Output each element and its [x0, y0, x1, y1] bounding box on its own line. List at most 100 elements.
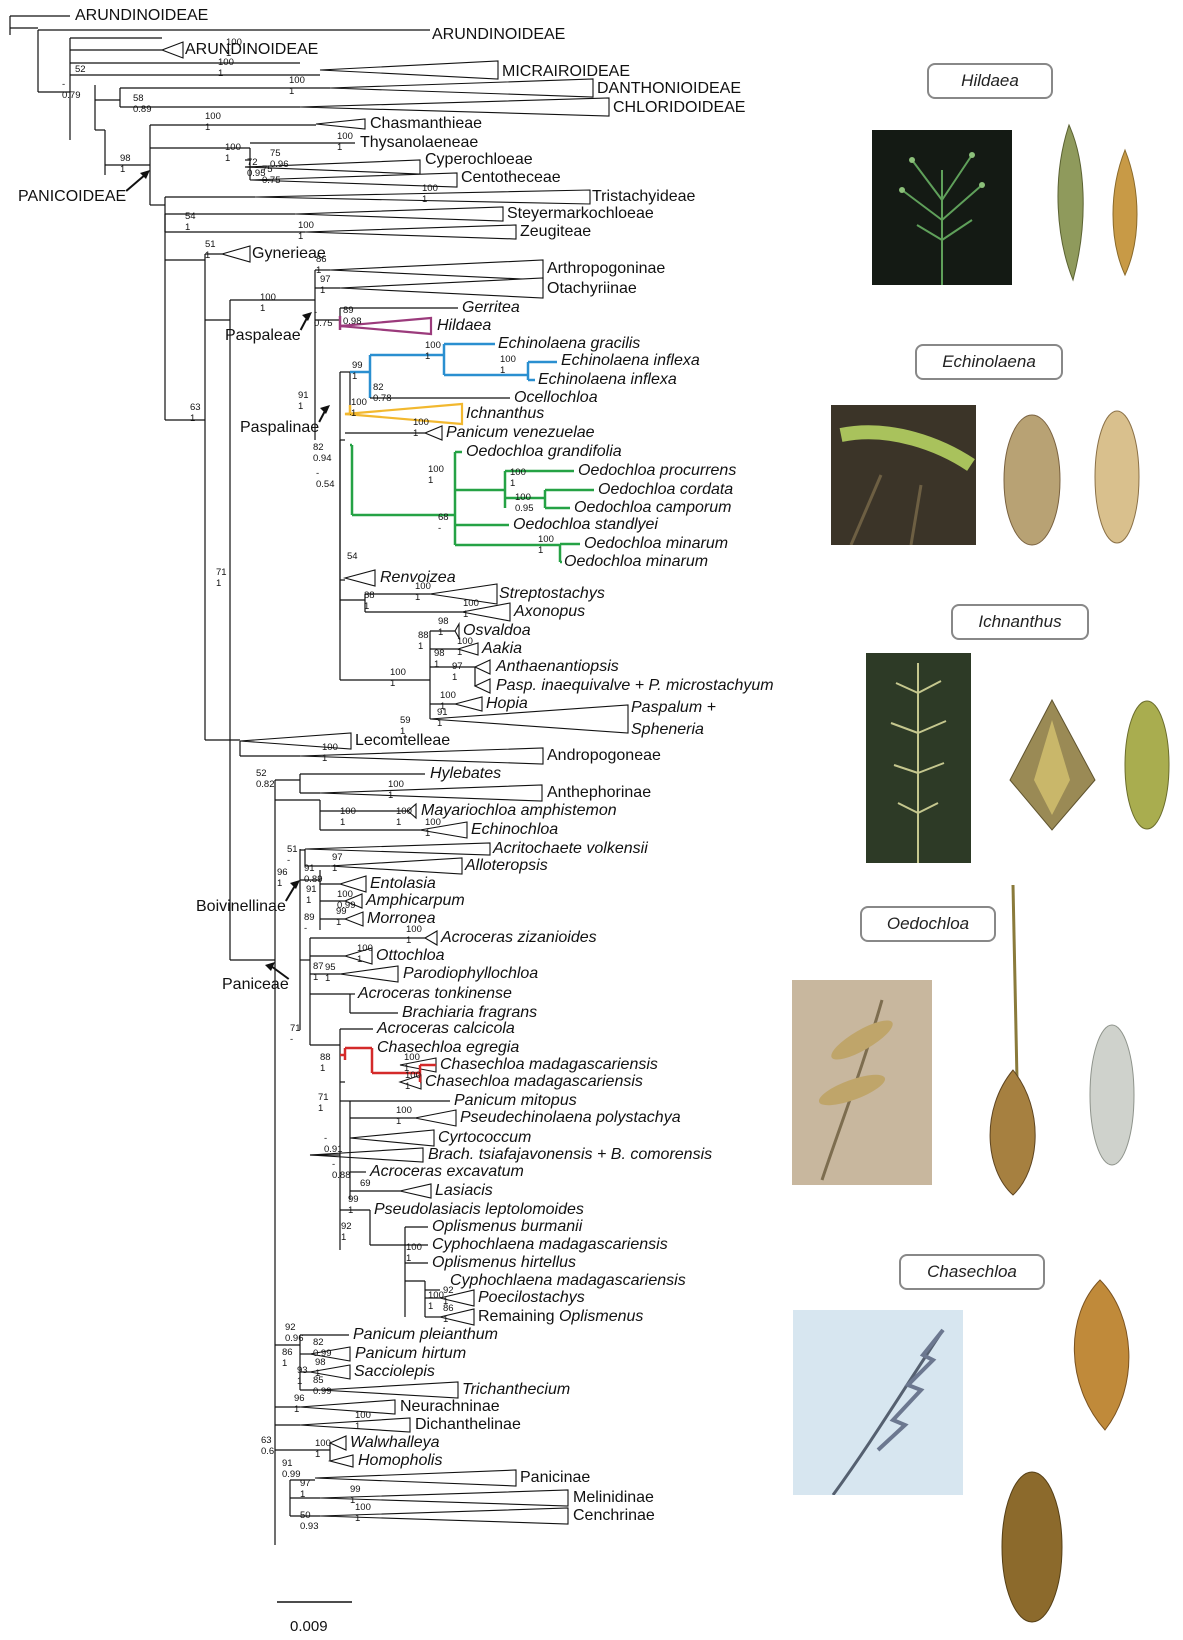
bootstrap-value: 100 — [315, 1438, 331, 1449]
posterior-value: 1 — [434, 659, 439, 670]
support-value: 52 — [75, 64, 86, 75]
tip-label-ominar2: Oedochloa minarum — [564, 553, 708, 570]
posterior-value: 1 — [325, 973, 330, 984]
tip-label-arund1: ARUNDINOIDEAE — [75, 7, 208, 24]
support-value: 1001 — [355, 1502, 371, 1524]
collapsed-clade — [320, 1382, 458, 1398]
bootstrap-value: 100 — [406, 1242, 422, 1253]
posterior-value: 1 — [320, 1063, 325, 1074]
collapsed-clade — [350, 1130, 434, 1146]
bootstrap-value: 100 — [298, 220, 314, 231]
bootstrap-value: 100 — [538, 534, 554, 545]
posterior-value: 0.79 — [62, 90, 81, 101]
bootstrap-value: 51 — [287, 844, 298, 855]
tip-label-axono: Axonopus — [513, 603, 585, 620]
bootstrap-value: - — [314, 307, 317, 318]
hildaea-floret-photo — [1105, 145, 1145, 280]
chasechloa-inflorescence-photo — [793, 1310, 963, 1495]
bootstrap-value: 82 — [373, 382, 384, 393]
collapsed-clade — [340, 966, 398, 982]
posterior-value: 1 — [315, 1449, 320, 1460]
bootstrap-value: 91 — [306, 884, 317, 895]
bootstrap-value: 75 — [262, 164, 273, 175]
posterior-value: 0.99 — [313, 1386, 332, 1397]
tip-label-pseudol: Pseudolasiacis leptolomoides — [374, 1201, 584, 1218]
tip-label-poecil: Poecilostachys — [478, 1289, 585, 1306]
tip-label-oplbur: Oplismenus burmanii — [432, 1218, 583, 1235]
ichnanthus-inflorescence-photo — [866, 653, 971, 863]
tip-label-zeugi: Zeugiteae — [520, 223, 591, 240]
support-value: 54 — [347, 551, 358, 562]
bootstrap-value: 89 — [343, 305, 354, 316]
collapsed-clade — [330, 1455, 353, 1467]
tip-label-ocello: Ocellochloa — [514, 389, 598, 406]
support-value: 631 — [190, 402, 201, 424]
bootstrap-value: 100 — [357, 943, 373, 954]
collapsed-clade — [340, 278, 543, 298]
collapsed-clade — [320, 61, 498, 79]
posterior-value: 1 — [190, 413, 195, 424]
tip-label-homoph: Homopholis — [358, 1452, 442, 1469]
support-value: 511 — [205, 239, 216, 261]
bootstrap-value: 100 — [390, 667, 406, 678]
bootstrap-value: 100 — [428, 1290, 444, 1301]
support-value: 1001 — [322, 742, 338, 764]
tip-label-brachf: Brachiaria fragrans — [402, 1004, 537, 1021]
tip-label-oprocur: Oedochloa procurrens — [578, 462, 736, 479]
support-value: 51- — [287, 844, 298, 866]
chasechloa-tag: Chasechloa — [899, 1254, 1045, 1290]
support-value: 1001 — [396, 1105, 412, 1127]
echinolaena-spikelet-photo — [990, 400, 1075, 550]
bootstrap-value: 71 — [290, 1023, 301, 1034]
tip-label-panmit: Panicum mitopus — [454, 1092, 577, 1109]
tip-label-acrito: Acritochaete volkensii — [492, 840, 648, 857]
tip-label-ocampo: Oedochloa camporum — [574, 499, 731, 516]
posterior-value: 1 — [457, 647, 462, 658]
ichnanthus-tag: Ichnanthus — [951, 604, 1089, 640]
posterior-value: 0.94 — [313, 453, 332, 464]
posterior-value: 1 — [205, 250, 210, 261]
posterior-value: 1 — [298, 401, 303, 412]
posterior-value: 1 — [413, 428, 418, 439]
bootstrap-value: 92 — [285, 1322, 296, 1333]
posterior-value: 0.93 — [300, 1521, 319, 1532]
bootstrap-value: 98 — [120, 153, 131, 164]
tip-label-trist: Tristachyideae — [592, 188, 696, 205]
bootstrap-value: 52 — [75, 64, 86, 75]
support-value: 1001 — [289, 75, 305, 97]
support-value: 1001 — [260, 292, 276, 314]
bootstrap-value: 97 — [332, 852, 343, 863]
bootstrap-value: 100 — [355, 1410, 371, 1421]
bootstrap-value: 88 — [364, 590, 375, 601]
bootstrap-value: 86 — [443, 1303, 454, 1314]
posterior-value: 1 — [332, 863, 337, 874]
tip-label-dichan: Dichanthelinae — [415, 1416, 521, 1433]
posterior-value: 0.88 — [332, 1170, 351, 1181]
echinolaena-inflorescence-photo — [831, 405, 976, 545]
bootstrap-value: 100 — [340, 806, 356, 817]
posterior-value: 1 — [405, 1081, 410, 1092]
posterior-value: 1 — [341, 1232, 346, 1243]
bootstrap-value: 82 — [313, 442, 324, 453]
tip-label-pseudech: Pseudechinolaena polystachya — [460, 1109, 681, 1126]
support-value: 850.99 — [313, 1375, 332, 1397]
tip-label-spheneria: Spheneria — [631, 721, 704, 738]
posterior-value: 1 — [388, 790, 393, 801]
support-value: 68- — [438, 512, 449, 534]
clade-label-paspalinae: Paspalinae — [240, 419, 319, 436]
tip-label-arthro: Arthropogoninae — [547, 260, 665, 277]
posterior-value: 1 — [313, 972, 318, 983]
tip-label-morron: Morronea — [367, 910, 436, 927]
collapsed-clade — [345, 570, 375, 586]
support-value: 910.99 — [282, 1458, 301, 1480]
bootstrap-value: - — [62, 79, 65, 90]
support-value: 881 — [364, 590, 375, 612]
bootstrap-value: 93 — [297, 1365, 308, 1376]
support-value: 921 — [341, 1221, 352, 1243]
support-value: 861 — [282, 1347, 293, 1369]
tip-label-panicin: Panicinae — [520, 1469, 590, 1486]
bootstrap-value: 88 — [418, 630, 429, 641]
tip-label-acrton: Acroceras tonkinense — [357, 985, 512, 1002]
support-value: 1001 — [337, 131, 353, 153]
